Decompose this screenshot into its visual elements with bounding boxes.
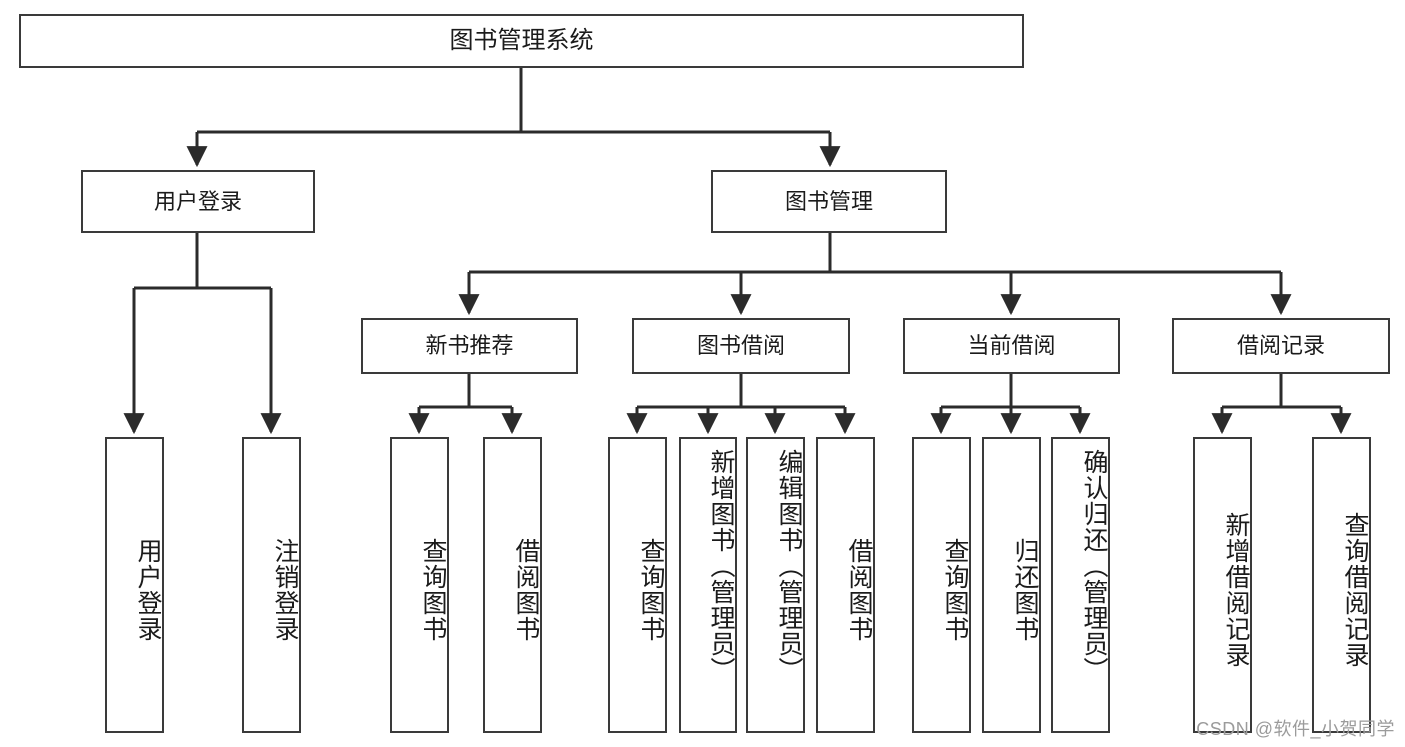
node-leaf-query-book-1-label: 查询图书 <box>419 538 447 642</box>
node-user-login[interactable]: 用户登录 <box>81 170 315 233</box>
node-leaf-query-book-3[interactable]: 查询图书 <box>912 437 971 733</box>
node-book-manage[interactable]: 图书管理 <box>711 170 947 233</box>
node-leaf-user-login-label: 用户登录 <box>134 538 162 642</box>
node-leaf-query-record-label: 查询借阅记录 <box>1341 512 1369 668</box>
node-book-borrow[interactable]: 图书借阅 <box>632 318 850 374</box>
node-leaf-borrow-book-1[interactable]: 借阅图书 <box>483 437 542 733</box>
node-leaf-add-record[interactable]: 新增借阅记录 <box>1193 437 1252 733</box>
node-leaf-borrow-book-2-label: 借阅图书 <box>845 538 873 642</box>
node-leaf-confirm-return[interactable]: 确认归还（管理员） <box>1051 437 1110 733</box>
node-user-login-label: 用户登录 <box>153 188 242 214</box>
node-book-borrow-label: 图书借阅 <box>696 333 785 359</box>
node-leaf-add-book-label: 新增图书（管理员） <box>707 449 735 683</box>
node-borrow-record-label: 借阅记录 <box>1236 333 1325 359</box>
node-current-borrow-label: 当前借阅 <box>967 333 1056 359</box>
node-borrow-record[interactable]: 借阅记录 <box>1172 318 1390 374</box>
node-leaf-query-record[interactable]: 查询借阅记录 <box>1312 437 1371 733</box>
node-leaf-edit-book[interactable]: 编辑图书（管理员） <box>746 437 805 733</box>
node-new-book-recommend-label: 新书推荐 <box>425 333 514 359</box>
node-leaf-query-book-3-label: 查询图书 <box>941 538 969 642</box>
node-leaf-add-book[interactable]: 新增图书（管理员） <box>679 437 737 733</box>
node-leaf-edit-book-label: 编辑图书（管理员） <box>775 449 803 683</box>
node-root[interactable]: 图书管理系统 <box>19 14 1024 68</box>
watermark-text: CSDN @软件_小贺同学 <box>1196 719 1395 739</box>
node-leaf-user-login[interactable]: 用户登录 <box>105 437 164 733</box>
node-leaf-add-record-label: 新增借阅记录 <box>1222 512 1250 668</box>
node-book-manage-label: 图书管理 <box>784 188 873 214</box>
node-new-book-recommend[interactable]: 新书推荐 <box>361 318 578 374</box>
node-leaf-confirm-return-label: 确认归还（管理员） <box>1080 449 1108 683</box>
node-root-label: 图书管理系统 <box>449 26 594 54</box>
node-leaf-query-book-2[interactable]: 查询图书 <box>608 437 667 733</box>
node-leaf-logout-label: 注销登录 <box>271 538 299 642</box>
node-current-borrow[interactable]: 当前借阅 <box>903 318 1120 374</box>
node-leaf-borrow-book-1-label: 借阅图书 <box>512 538 540 642</box>
node-leaf-return-book[interactable]: 归还图书 <box>982 437 1041 733</box>
node-leaf-borrow-book-2[interactable]: 借阅图书 <box>816 437 875 733</box>
node-leaf-return-book-label: 归还图书 <box>1011 538 1039 642</box>
node-leaf-query-book-2-label: 查询图书 <box>637 538 665 642</box>
node-leaf-logout[interactable]: 注销登录 <box>242 437 301 733</box>
node-leaf-query-book-1[interactable]: 查询图书 <box>390 437 449 733</box>
